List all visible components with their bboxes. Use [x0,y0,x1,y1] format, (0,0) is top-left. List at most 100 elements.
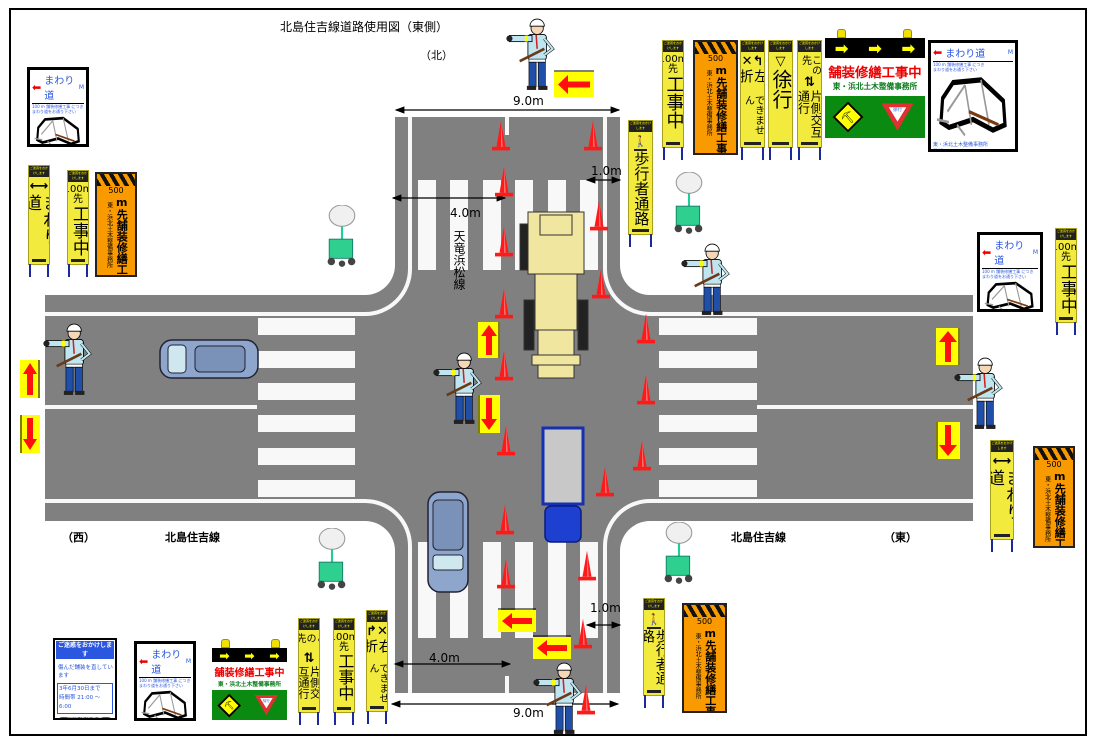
warning-lamp-icon [270,639,280,648]
construction-board-sign: ➡➡➡舗装修繕工事中東・浜北土木整備事務所⛏徐行 [825,29,925,138]
crosswalk-stripe [258,415,355,432]
notice-hours: 時間帯 21:00 ～ 6:00 [59,695,101,710]
sign-main-text: 片側交互通行 [798,90,821,139]
sign-leg [47,264,49,277]
sign-leg [68,264,70,277]
crosswalk-stripe [483,180,501,270]
notice-text: 100 m 舗装修繕工事 につき [139,678,191,683]
crosswalk-stripe [258,480,355,497]
sign-footer [337,707,351,710]
sign-body: 100m先工事中 [68,182,88,259]
standing-sign-construction: ご迷惑をおかけします100m先工事中 [67,170,89,277]
sign-leg [798,147,800,160]
west-label: （西） [62,531,95,544]
crosswalk-stripe [258,318,355,335]
standing-sign-no-right: ご迷惑をおかけします↱✕右折できません [366,610,388,724]
standing-sign-construction: ご迷惑をおかけします100m先工事中 [333,618,355,725]
dim-bottom-lane: 4.0m [429,651,460,665]
sign-body: ⟷まわり道 [991,452,1013,534]
main-text: m先舗装修繕工事中 [703,627,717,713]
arrow-right-icon: ➡ [901,38,916,58]
alternating-traffic-icon: ⇅ [303,650,315,666]
sign-small-text: できません [742,95,764,136]
arrow-right-icon: ➡ [244,647,255,663]
notice-text: 100 m 舗装修繕工事 につき [32,104,84,109]
sign-footer [32,259,46,262]
sign-header: ご迷惑をおかけします [644,599,664,610]
sign-leg [1056,322,1058,335]
sign-header: ご迷惑をおかけします [991,441,1013,452]
arrow-board-left [498,608,536,632]
sign-leg [662,695,664,708]
paver-machine [519,211,589,379]
arrow-board-left [533,635,571,659]
notice-period: 3年6月30日まで [59,686,101,692]
sign-footer [71,259,85,262]
dim-top-width: 9.0m [513,94,544,108]
diagram-title: 北島住吉線道路使用図（東側） [280,20,449,34]
flagman-icon [505,18,555,92]
map-mark: M [1032,248,1038,256]
sign-main-text: 工事中 [68,205,88,256]
sign-leg [86,264,88,277]
road-edge-lines [45,117,973,693]
sign-footer [647,690,661,693]
crosswalk-stripe [483,542,501,638]
construction-board-sign: ➡➡➡舗装修繕工事中東・浜北土木整備事務所⛏徐行 [212,639,287,720]
sign-header: ご迷惑をおかけします [741,41,764,52]
sign-header: ご迷惑をおかけします [299,619,319,630]
van-car [427,491,469,593]
sign-leg [741,147,743,160]
light-tower-icon [664,522,693,585]
standing-sign-pedestrian: ご迷惑をおかけします🚶歩行者通路 [628,120,653,247]
main-text: m先舗装修繕工事中 [714,64,728,155]
sign-leg [650,234,652,247]
office-text: 東・浜北土木整備事務所 [105,202,113,268]
main-text: m先舗装修繕工事中 [115,196,129,277]
light-tower-icon [317,528,346,591]
yield-label: 徐行 [888,107,907,122]
arrow-down-icon [939,425,957,456]
blue-truck [541,426,585,543]
main-text: m先舗装修繕工事中 [1053,470,1067,548]
notice-text: まわり道をお通り下さい [139,683,183,688]
sign-main-text: 工事中 [335,653,354,701]
standing-sign-pedestrian: ご迷惑をおかけします🚶歩行者通路 [643,598,665,708]
sign-header: ご迷惑をおかけします [1056,229,1076,240]
sign-leg [663,147,665,160]
sign-body: この先⇅片側交互通行 [299,630,319,707]
crosswalk-stripe [418,180,436,270]
detour-title: まわり道 [994,241,1025,267]
standing-sign-no-left: ご迷惑をおかけします✕↰左折できません [740,40,765,160]
men-at-work-icon: ⛏ [831,101,864,133]
standing-sign-construction: ご迷惑をおかけします100m先工事中 [662,40,684,160]
sign-body: 🚶歩行者通路 [629,132,652,229]
sign-leg [769,147,771,160]
sign-footer [666,142,680,145]
office-text: 東・浜北土木整備事務所 [1043,476,1051,542]
sign-footer [302,707,316,710]
arrow-up-icon [481,325,497,355]
sign-header: ご迷惑をおかけします [29,166,49,177]
north-label: （北） [420,49,453,62]
detour-title: まわり道 [945,49,986,60]
pedestrian-icon: 🚶 [633,135,648,151]
dimension-lines [390,106,622,708]
standing-sign-detour: ご迷惑をおかけします⟷まわり道 [990,440,1014,552]
arrow-board-up [478,322,500,358]
sign-main-text: 歩行者通路 [644,629,664,685]
sign-main-text: 工事中 [663,75,683,129]
sign-small-text: 100m先 [663,54,683,75]
sign-footer [801,142,818,145]
double-arrow-icon: ⟷ [992,454,1012,469]
arrow-board-down [20,415,40,453]
sign-small-text: この先 [799,55,821,75]
crosswalk-stripe [659,448,757,465]
standing-sign-detour: ご迷惑をおかけします⟷まわり道 [28,165,50,277]
arrow-left-icon: ⬅ [933,46,943,59]
detour-title: まわり道 [151,650,182,676]
sign-footer [370,706,384,709]
sign-leg [299,712,301,725]
